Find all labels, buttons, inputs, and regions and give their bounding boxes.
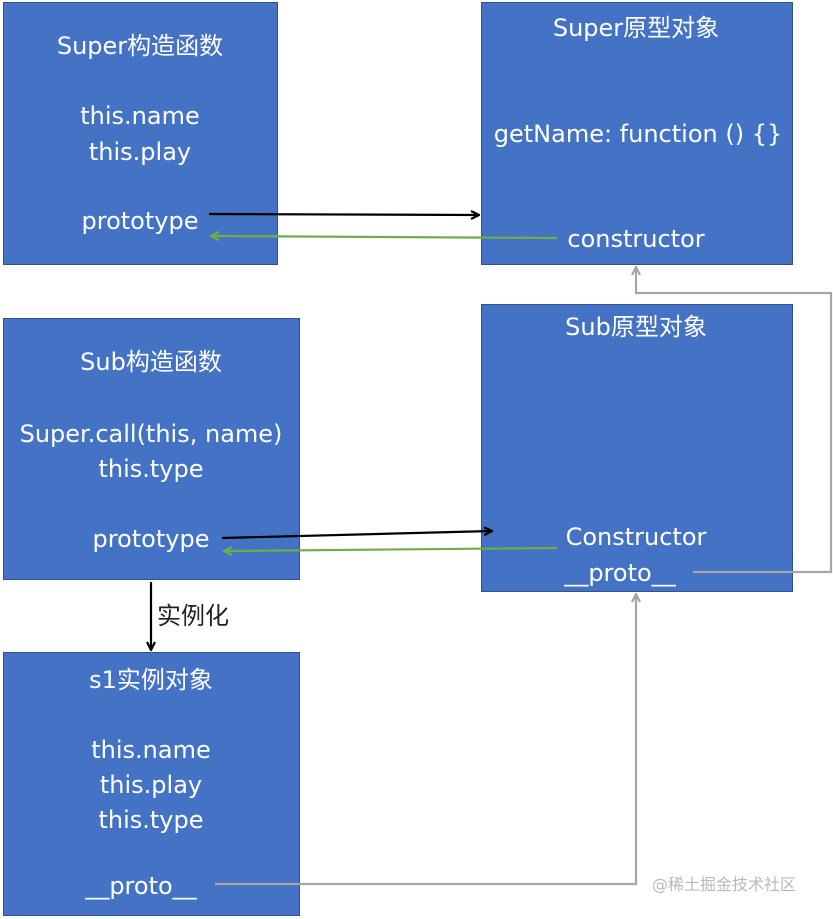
sub-proto-chain-arrow <box>636 267 833 574</box>
super-prototype-constructor: constructor <box>567 225 705 253</box>
sub-constructor-prototype: prototype <box>92 525 210 553</box>
sub-prototype-proto: __proto__ <box>564 559 676 587</box>
sub-constructor-title: Sub构造函数 <box>80 348 222 376</box>
super-prototype-getname: getName: function () {} <box>493 120 783 148</box>
sub-prototype-box <box>481 304 793 592</box>
instance-title: s1实例对象 <box>89 666 213 694</box>
super-prototype-title: Super原型对象 <box>552 14 720 42</box>
sub-constructor-arrow <box>224 548 558 551</box>
super-constructor-title: Super构造函数 <box>56 32 224 60</box>
sub-constructor-super-call: Super.call(this, name) <box>19 420 283 448</box>
super-constructor-box <box>3 2 278 265</box>
instance-this-type: this.type <box>98 806 204 834</box>
super-prototype-arrow <box>208 214 479 215</box>
super-prototype-box <box>481 2 793 265</box>
sub-constructor-this-type: this.type <box>98 455 204 483</box>
instance-proto-chain-arrow <box>215 594 636 886</box>
super-constructor-prototype: prototype <box>81 207 199 235</box>
super-constructor-arrow <box>211 236 558 238</box>
instantiate-label: 实例化 <box>157 602 229 630</box>
instance-this-play: this.play <box>99 771 203 799</box>
instance-proto: __proto__ <box>85 872 197 900</box>
sub-prototype-constructor: Constructor <box>565 523 707 551</box>
sub-prototype-arrow <box>221 531 492 540</box>
sub-prototype-title: Sub原型对象 <box>565 313 707 341</box>
super-constructor-this-name: this.name <box>80 102 200 130</box>
instance-this-name: this.name <box>91 736 211 764</box>
super-constructor-this-play: this.play <box>88 138 192 166</box>
watermark: @稀土掘金技术社区 <box>652 875 797 894</box>
instance-box <box>3 652 300 916</box>
